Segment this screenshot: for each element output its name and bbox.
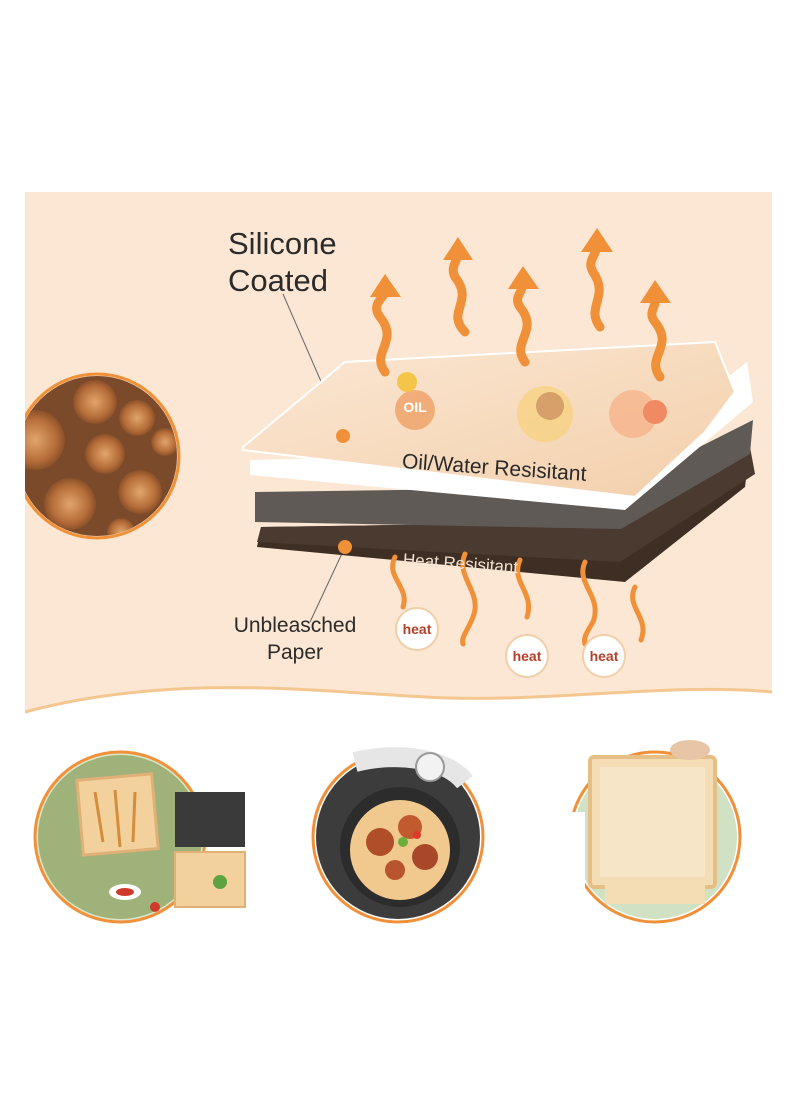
infographic-graphics (25, 192, 772, 939)
silicone-paper-layer (242, 340, 737, 499)
heat-resistant-layer (257, 447, 755, 582)
hand-liner-photo (550, 740, 742, 924)
steam-arrowheads (370, 228, 671, 303)
air-fryer-photo (311, 747, 485, 924)
steam-arrow-icon (372, 242, 667, 382)
unbleached-paper-label: Unbleasched Paper (215, 612, 375, 666)
product-infographic-panel: Silicone Coated Unbleasched Paper Oil/Wa… (25, 192, 772, 939)
heat-badge: heat (505, 634, 549, 678)
silicone-line-2: Coated (228, 263, 328, 298)
silicone-coated-label: Silicone Coated (228, 225, 337, 299)
heat-badge: heat (395, 607, 439, 651)
silicone-line-1: Silicone (228, 226, 337, 261)
unbleached-line-2: Paper (266, 641, 324, 664)
unbleached-line-1: Unbleasched (233, 614, 357, 637)
heat-wave-icon (390, 551, 646, 647)
heat-badge: heat (582, 634, 626, 678)
wood-logs-photo (25, 372, 181, 540)
paper-liner-photo (33, 750, 246, 924)
oil-badge: OIL (403, 399, 427, 415)
